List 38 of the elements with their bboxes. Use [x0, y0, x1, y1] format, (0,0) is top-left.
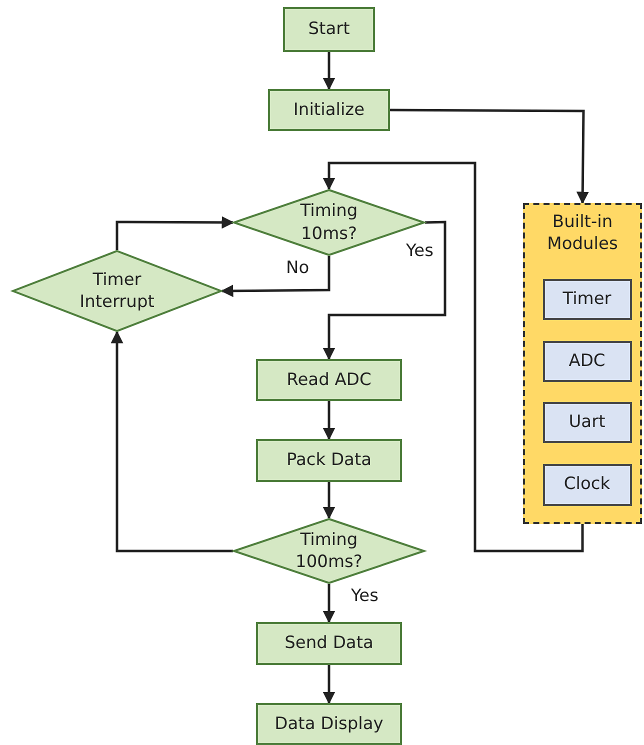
- arrow: [116, 216, 234, 250]
- step-label: Timer: [562, 288, 612, 310]
- group-heading: Built-in Modules: [546, 211, 619, 256]
- step-label: Uart: [568, 410, 606, 434]
- module-box: [542, 278, 632, 320]
- step-label: Start: [308, 18, 350, 41]
- step-label: Pack Data: [286, 449, 372, 472]
- arrow: [322, 665, 336, 704]
- process-box: [283, 7, 375, 52]
- arrow: [322, 52, 336, 90]
- arrow: [322, 401, 336, 440]
- module-box: [542, 402, 632, 442]
- step-label: Timing 10ms?: [299, 200, 359, 245]
- step-label: Read ADC: [286, 368, 372, 392]
- arrow: [322, 584, 336, 624]
- module-box: [542, 464, 632, 506]
- step-label: Timing 100ms?: [294, 528, 364, 574]
- arrow: [220, 256, 330, 298]
- process-box: [256, 622, 402, 665]
- decision-diamond: [12, 250, 222, 332]
- step-label: Initialize: [293, 98, 365, 122]
- step-label: ADC: [568, 350, 606, 372]
- step-label: Send Data: [284, 632, 374, 655]
- process-box: [268, 89, 390, 131]
- step-label: Timer Interrupt: [78, 268, 156, 314]
- step-label: Data Display: [274, 712, 384, 736]
- arrow: [322, 162, 584, 552]
- decision-diamond: [233, 518, 425, 584]
- module-group-box: [523, 203, 642, 524]
- arrow: [110, 330, 233, 552]
- process-box: [256, 703, 402, 745]
- process-box: [256, 439, 402, 482]
- module-box: [542, 340, 632, 382]
- arrow: [322, 220, 446, 360]
- step-label: Clock: [564, 473, 610, 496]
- arrow: [322, 482, 336, 520]
- process-box: [256, 359, 402, 401]
- arrow: [390, 108, 589, 204]
